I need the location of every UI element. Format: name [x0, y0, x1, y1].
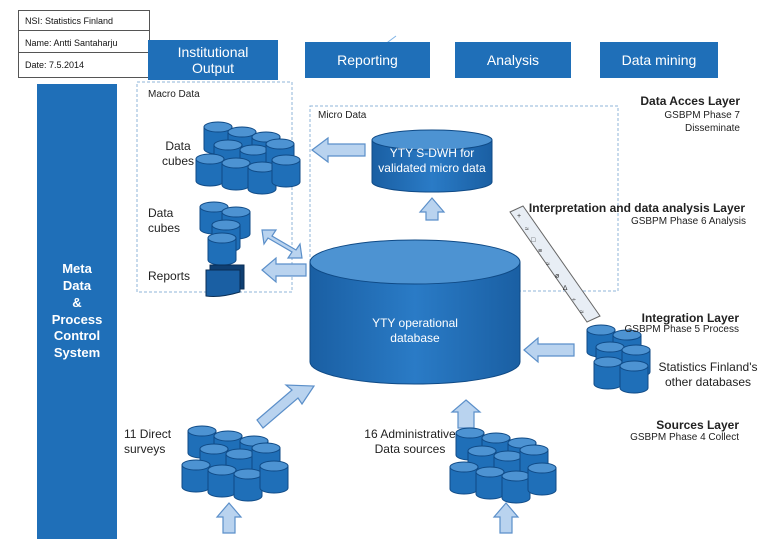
data-cubes-cluster-2 [199, 201, 251, 266]
info-box: NSI: Statistics Finland Name: Antti Sant… [18, 10, 150, 78]
micro-data-label: Micro Data [318, 110, 367, 121]
database-icon [195, 153, 225, 187]
sources-layer-title: Sources Layer [656, 418, 739, 432]
svg-text:+: + [517, 213, 521, 220]
database-icon [247, 161, 277, 195]
arrow-to-data-cubes [311, 136, 366, 164]
analysis-button[interactable]: Analysis [455, 42, 571, 78]
data-cubes-label-1: Data cubes [161, 139, 195, 168]
svg-text:≈: ≈ [525, 226, 529, 233]
reporting-button[interactable]: Reporting [305, 42, 430, 78]
s-dwh-label: YTY S-DWH for validated micro data [378, 146, 486, 175]
database-icon [207, 464, 237, 498]
integration-layer-phase: GSBPM Phase 5 Process [624, 324, 740, 335]
svg-text:∆: ∆ [563, 285, 568, 292]
arrow-up-from-admin [450, 399, 482, 429]
database-icon [619, 360, 649, 394]
svg-text:÷: ÷ [572, 297, 576, 304]
institutional-output-button[interactable]: Institutional Output [148, 40, 278, 80]
date-label: Date: 7.5.2014 [25, 60, 85, 70]
meta-data-process-control-bar: Meta Data & Process Control System [37, 84, 117, 539]
data-cubes-label-2: Data cubes [148, 206, 181, 235]
data-cubes-cluster-1 [195, 121, 301, 195]
database-icon [475, 466, 505, 500]
arrow-to-reports [261, 256, 307, 284]
arrow-up-to-s-dwh [418, 197, 446, 221]
report-stack-icon [205, 264, 245, 297]
arrow-up-admin-input [492, 502, 520, 534]
svg-text:ø: ø [555, 273, 560, 280]
sources-layer-phase: GSBPM Phase 4 Collect [630, 432, 739, 443]
svg-text:≈: ≈ [580, 309, 584, 316]
svg-text:□: □ [531, 237, 536, 244]
database-icon [207, 232, 237, 266]
database-icon [233, 468, 263, 502]
database-icon [593, 356, 623, 390]
database-icon [527, 462, 557, 496]
s-dwh-database-icon [371, 129, 493, 193]
admin-sources-cluster [449, 427, 557, 504]
database-icon [501, 470, 531, 504]
interpretation-band-glyphs: +≈□≡≈ø∆÷≈ [517, 213, 584, 316]
interpretation-layer-phase: GSBPM Phase 6 Analysis [630, 216, 746, 227]
access-layer-phase: GSBPM Phase 7 Disseminate [664, 110, 740, 134]
access-layer-title: Data Acces Layer [640, 94, 740, 108]
arrow-up-from-surveys [256, 384, 316, 429]
svg-text:≈: ≈ [546, 261, 550, 268]
reports-label: Reports [148, 269, 191, 283]
arrow-up-survey-input [215, 502, 243, 534]
database-icon [449, 461, 479, 495]
interpretation-band [509, 205, 601, 323]
data-mining-button[interactable]: Data mining [600, 42, 718, 78]
svg-text:≡: ≡ [538, 248, 542, 255]
direct-surveys-label: 11 Direct surveys [124, 427, 172, 456]
direct-surveys-cluster [181, 425, 289, 502]
double-arrow-cubes-ops [261, 229, 303, 259]
other-databases-cluster [586, 324, 651, 394]
database-icon [181, 459, 211, 493]
integration-layer-title: Integration Layer [641, 311, 739, 325]
operational-database-icon [309, 239, 521, 385]
source-label: NSI: Statistics Finland [19, 11, 149, 31]
operational-database-label: YTY operational database [372, 316, 458, 345]
macro-data-label: Macro Data [148, 89, 200, 100]
other-databases-label: Statistics Finland's other databases [658, 360, 758, 389]
arrow-from-integration [523, 336, 575, 364]
admin-sources-label: 16 Administrative Data sources [364, 427, 456, 456]
arrow-icon [215, 136, 575, 534]
database-icon [259, 460, 289, 494]
database-icon [221, 157, 251, 191]
interpretation-layer-title: Interpretation and data analysis Layer [528, 201, 745, 215]
database-icon [271, 154, 301, 188]
author-label: Name: Antti Santaharju [19, 33, 149, 53]
